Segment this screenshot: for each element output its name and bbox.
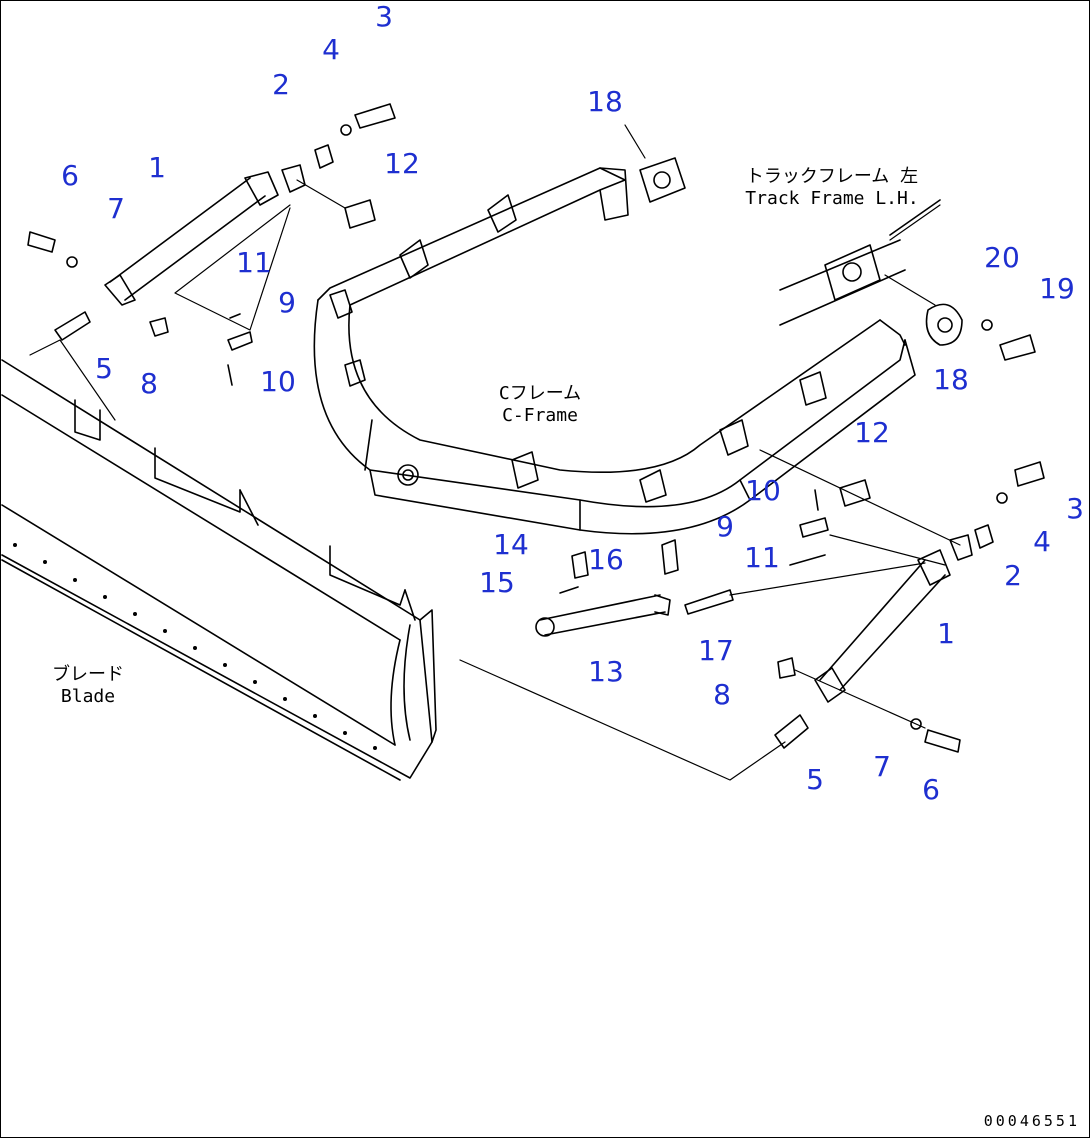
callout-14: 14 (493, 528, 529, 561)
callout-12-right: 12 (854, 416, 890, 449)
callout-9: 9 (278, 286, 296, 319)
leader-lines (29, 124, 961, 781)
part-13-rod (535, 594, 671, 637)
c-frame-drawing (313, 167, 916, 535)
blade-drawing (1, 359, 437, 781)
callout-16: 16 (588, 543, 624, 576)
part-18-flange (639, 157, 963, 346)
callout-17: 17 (698, 634, 734, 667)
callout-15: 15 (479, 566, 515, 599)
callout-1: 1 (148, 151, 166, 184)
c-frame-label: Cフレーム C-Frame (499, 383, 581, 427)
callout-6-right: 6 (922, 773, 940, 806)
callout-2-right: 2 (1004, 559, 1022, 592)
callout-1-right: 1 (937, 617, 955, 650)
track-frame-label: トラックフレーム 左 Track Frame L.H. (745, 166, 918, 210)
callout-3-right: 3 (1066, 492, 1084, 525)
callout-18: 18 (587, 85, 623, 118)
callout-8: 8 (140, 367, 158, 400)
track-frame-label-jp: トラックフレーム 左 (745, 166, 919, 187)
callout-5: 5 (95, 352, 113, 385)
document-number: 00046551 (983, 1112, 1080, 1130)
callout-7-right: 7 (873, 750, 891, 783)
callout-7: 7 (107, 192, 125, 225)
callout-5-right: 5 (806, 763, 824, 796)
callout-11: 11 (236, 246, 272, 279)
callout-12: 12 (384, 147, 420, 180)
track-frame-drawing (779, 199, 941, 326)
part-1-rod-left (104, 164, 306, 306)
callout-10: 10 (260, 365, 296, 398)
callout-20: 20 (984, 241, 1020, 274)
callout-18-right: 18 (933, 363, 969, 396)
callout-6: 6 (61, 159, 79, 192)
blade-label-en: Blade (60, 686, 116, 707)
blade-label-jp: ブレード (52, 664, 124, 685)
c-frame-label-en: C-Frame (502, 405, 578, 426)
blade-bolt-holes (13, 543, 377, 750)
callout-4: 4 (322, 33, 340, 66)
small-hardware (27, 103, 1045, 753)
callout-13: 13 (588, 655, 624, 688)
callout-4-right: 4 (1033, 525, 1051, 558)
c-frame-label-jp: Cフレーム (498, 383, 582, 404)
callout-3: 3 (375, 0, 393, 33)
callout-10-right: 10 (745, 474, 781, 507)
part-1-rod-right (814, 534, 973, 703)
track-frame-label-en: Track Frame L.H. (745, 188, 919, 209)
callout-9-right: 9 (716, 510, 734, 543)
callout-8-right: 8 (713, 678, 731, 711)
callout-11-right: 11 (744, 541, 780, 574)
blade-label: ブレード Blade (52, 664, 124, 708)
callout-19: 19 (1039, 272, 1075, 305)
callout-2: 2 (272, 68, 290, 101)
